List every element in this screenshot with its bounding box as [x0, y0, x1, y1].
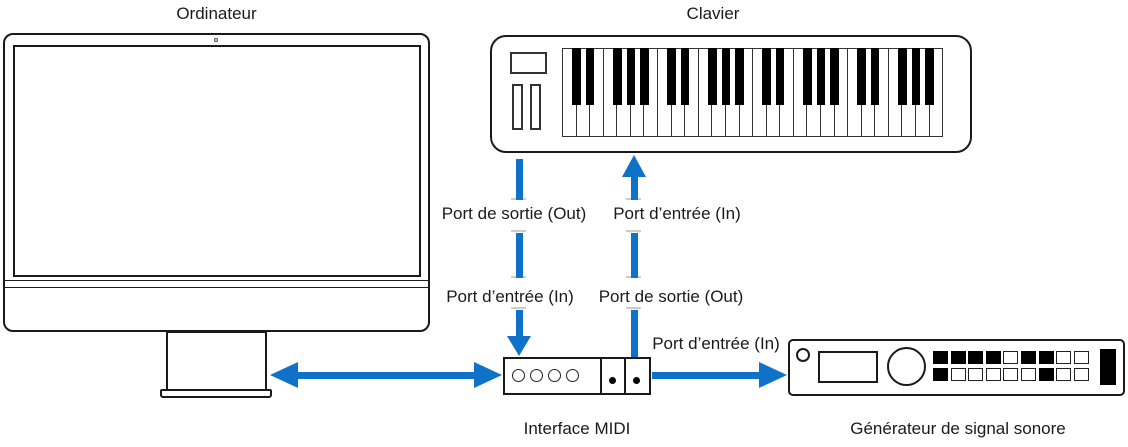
black-key: [708, 48, 717, 105]
arrow-right-head-icon: [759, 362, 787, 388]
computer-stand-base: [160, 389, 272, 398]
black-key: [640, 48, 649, 105]
midi-divider: [624, 358, 626, 394]
computer-stand-neck: [166, 331, 267, 391]
midi-divider: [600, 358, 602, 394]
pitch-wheel: [512, 84, 523, 130]
arrow-down-head-icon: [507, 336, 531, 356]
generator-button: [1003, 351, 1019, 364]
generator-button: [1003, 367, 1019, 381]
generator-small-circle: [796, 348, 810, 362]
segment-tick: [511, 230, 526, 232]
keyboard-label: Clavier: [686, 4, 740, 23]
black-key: [762, 48, 771, 105]
port-label-interface-out: Port de sortie (Out): [598, 287, 744, 306]
midi-port-dot: [609, 377, 616, 384]
generator-button: [968, 351, 984, 364]
generator-display: [818, 351, 878, 383]
port-label-keyboard-in: Port d’entrée (In): [613, 204, 741, 223]
black-key: [667, 48, 676, 105]
computer-chin-lines: [4, 280, 429, 288]
generator-button: [950, 367, 966, 381]
generator-button: [1073, 351, 1089, 364]
arrow-left-head-icon: [270, 362, 298, 388]
generator-button: [933, 367, 948, 381]
arrow-keyboard-to-interface-segment: [515, 233, 523, 278]
black-key: [775, 48, 785, 105]
mod-wheel: [530, 84, 541, 130]
arrow-keyboard-to-interface-segment: [515, 310, 523, 337]
black-key: [870, 48, 880, 105]
computer-label: Ordinateur: [176, 4, 257, 23]
arrow-interface-to-generator-line: [652, 372, 762, 379]
arrow-interface-to-keyboard-segment: [630, 310, 638, 357]
arrow-interface-to-keyboard-segment: [630, 233, 638, 278]
generator-button: [1038, 351, 1054, 364]
segment-tick: [511, 307, 526, 309]
black-key: [830, 48, 839, 105]
black-key: [680, 48, 690, 105]
black-key: [585, 48, 595, 105]
midi-port-circle: [530, 368, 543, 382]
midi-port-circle: [548, 368, 561, 382]
arrow-up-head-icon: [622, 155, 646, 177]
black-key: [911, 48, 921, 105]
generator-button: [1020, 351, 1036, 364]
black-key: [721, 48, 731, 105]
generator-button: [933, 351, 948, 364]
keyboard-keys: [562, 48, 944, 137]
segment-tick: [626, 230, 641, 232]
arrow-keyboard-to-interface-segment: [515, 159, 523, 200]
midi-port-dot: [633, 377, 640, 384]
black-key: [735, 48, 744, 105]
generator-button: [968, 367, 984, 381]
arrow-right-head-icon: [474, 362, 502, 388]
arrow-computer-interface-line: [295, 372, 477, 379]
midi-port-circle: [566, 368, 579, 382]
generator-button: [1056, 351, 1072, 364]
generator-button: [1020, 367, 1036, 381]
midi-interface-label: Interface MIDI: [523, 419, 631, 438]
generator-button-grid: [933, 351, 1089, 381]
generator-button: [950, 351, 966, 364]
black-key: [626, 48, 636, 105]
black-key: [925, 48, 934, 105]
port-label-interface-in: Port d’entrée (In): [446, 287, 574, 306]
camera-dot-icon: [214, 38, 218, 42]
black-key: [803, 48, 812, 105]
generator-button: [985, 367, 1001, 381]
generator-button: [1056, 367, 1072, 381]
midi-port-circle: [512, 368, 525, 382]
segment-tick: [626, 307, 641, 309]
midi-circles: [512, 368, 597, 382]
black-key: [898, 48, 907, 105]
black-key: [572, 48, 581, 105]
computer-screen: [13, 45, 421, 277]
sound-generator-label: Générateur de signal sonore: [850, 419, 1066, 438]
port-label-generator-in: Port d’entrée (In): [652, 334, 780, 353]
generator-knob: [887, 347, 926, 386]
generator-button: [1038, 367, 1054, 381]
generator-power-block: [1100, 349, 1116, 385]
generator-button: [985, 351, 1001, 364]
port-label-keyboard-out: Port de sortie (Out): [441, 204, 587, 223]
generator-button: [1073, 367, 1089, 381]
black-key: [857, 48, 866, 105]
arrow-interface-to-keyboard-segment: [630, 176, 638, 200]
black-key: [816, 48, 826, 105]
black-key: [613, 48, 622, 105]
keyboard-display: [510, 52, 547, 74]
